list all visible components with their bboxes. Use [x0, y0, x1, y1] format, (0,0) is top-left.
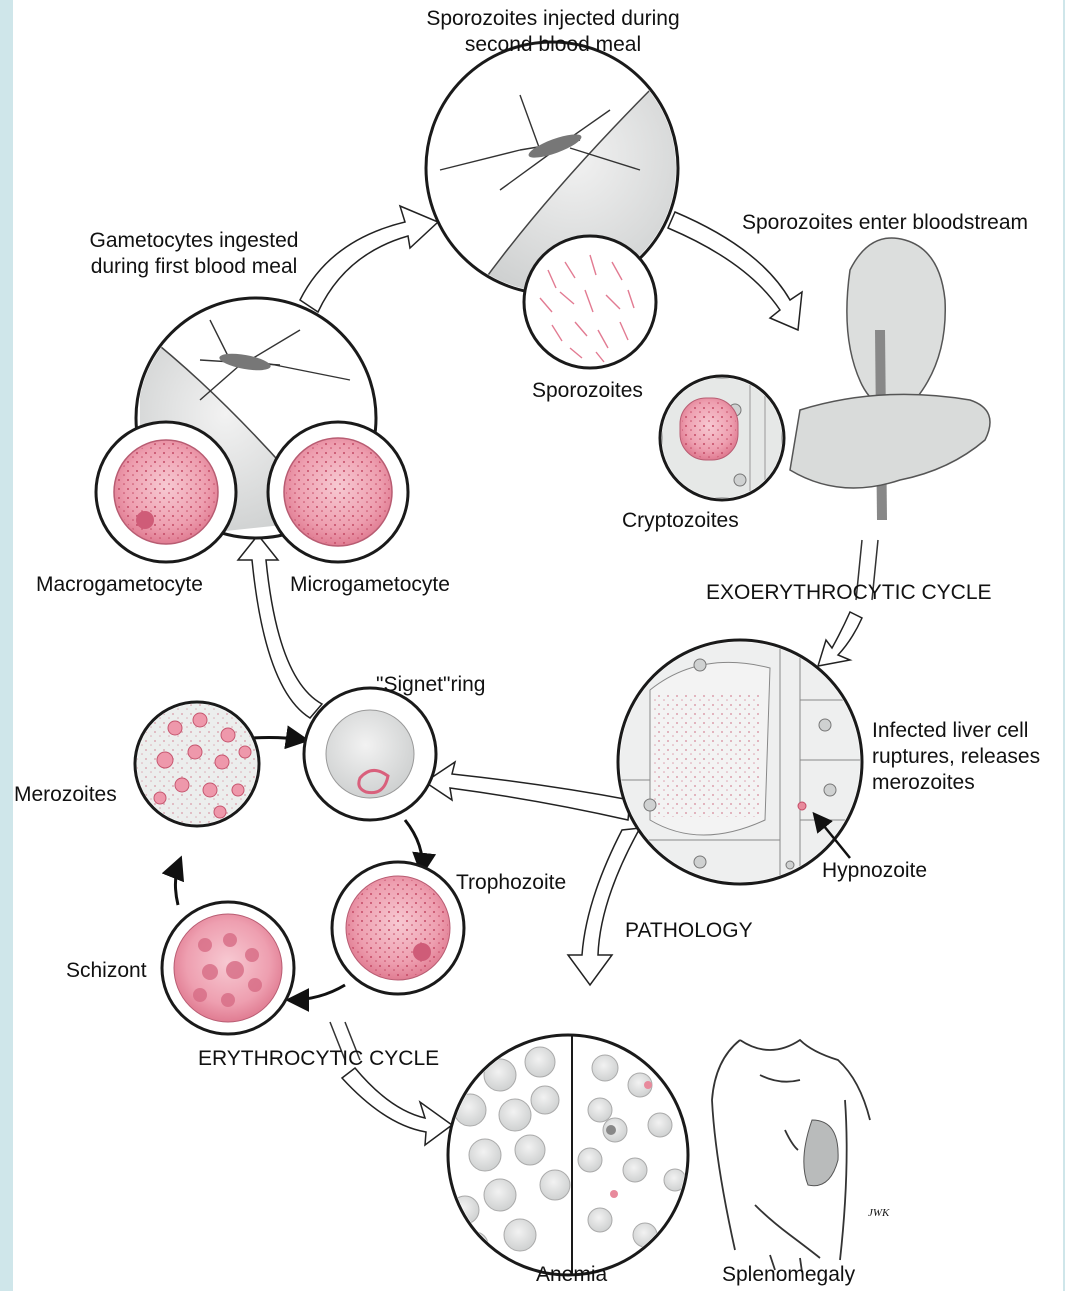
label-signet-ring: "Signet"ring	[376, 672, 485, 698]
heart-liver-illustration	[790, 238, 990, 520]
label-cryptozoites: Cryptozoites	[622, 508, 739, 534]
label-exoerythrocytic-cycle: EXOERYTHROCYTIC CYCLE	[706, 580, 992, 606]
label-sporozoites: Sporozoites	[532, 378, 643, 404]
arrow-exoerythrocytic	[818, 612, 862, 666]
circle-merozoites	[135, 702, 259, 826]
label-erythrocytic-cycle: ERYTHROCYTIC CYCLE	[198, 1046, 439, 1072]
label-sporozoites-injected: Sporozoites injected during second blood…	[408, 6, 698, 58]
label-infected-line2: ruptures, releases	[872, 744, 1040, 770]
circle-macrogametocyte	[96, 422, 236, 562]
splenomegaly-torso	[712, 1040, 870, 1272]
label-sporozoites-enter: Sporozoites enter bloodstream	[742, 210, 1028, 236]
label-infected-liver-cell: Infected liver cell ruptures, releases m…	[872, 718, 1040, 796]
label-splenomegaly: Splenomegaly	[722, 1262, 855, 1288]
label-trophozoite: Trophozoite	[456, 870, 566, 896]
label-anemia: Anemia	[536, 1262, 607, 1288]
circle-infected-liver-cell	[618, 640, 862, 885]
label-schizont: Schizont	[66, 958, 147, 984]
label-gametocytes-line2: during first blood meal	[64, 254, 324, 280]
circle-trophozoite	[332, 862, 464, 994]
label-microgametocyte: Microgametocyte	[290, 572, 450, 598]
artist-signature: JWK	[868, 1200, 889, 1226]
label-macrogametocyte: Macrogametocyte	[36, 572, 203, 598]
enlarged-spleen	[804, 1120, 838, 1186]
circle-microgametocyte	[268, 422, 408, 562]
circle-anemia	[448, 1035, 688, 1275]
label-sporozoites-injected-line1: Sporozoites injected during	[408, 6, 698, 32]
label-infected-line1: Infected liver cell	[872, 718, 1040, 744]
label-gametocytes-line1: Gametocytes ingested	[64, 228, 324, 254]
arrow-pathology	[568, 828, 640, 985]
label-infected-line3: merozoites	[872, 770, 1040, 796]
label-sporozoites-injected-line2: second blood meal	[408, 32, 698, 58]
circle-sporozoites	[524, 236, 656, 368]
arrow-signet-to-gametocyte	[238, 535, 322, 718]
label-gametocytes-ingested: Gametocytes ingested during first blood …	[64, 228, 324, 280]
label-merozoites: Merozoites	[14, 782, 117, 808]
circle-signet-ring	[304, 688, 436, 820]
circle-schizont	[162, 902, 294, 1034]
label-pathology: PATHOLOGY	[625, 918, 753, 944]
arrow-erythrocytic	[342, 1068, 452, 1145]
arrow-liver-to-signet	[425, 762, 630, 820]
label-hypnozoite: Hypnozoite	[822, 858, 927, 884]
circle-cryptozoites	[660, 376, 784, 500]
